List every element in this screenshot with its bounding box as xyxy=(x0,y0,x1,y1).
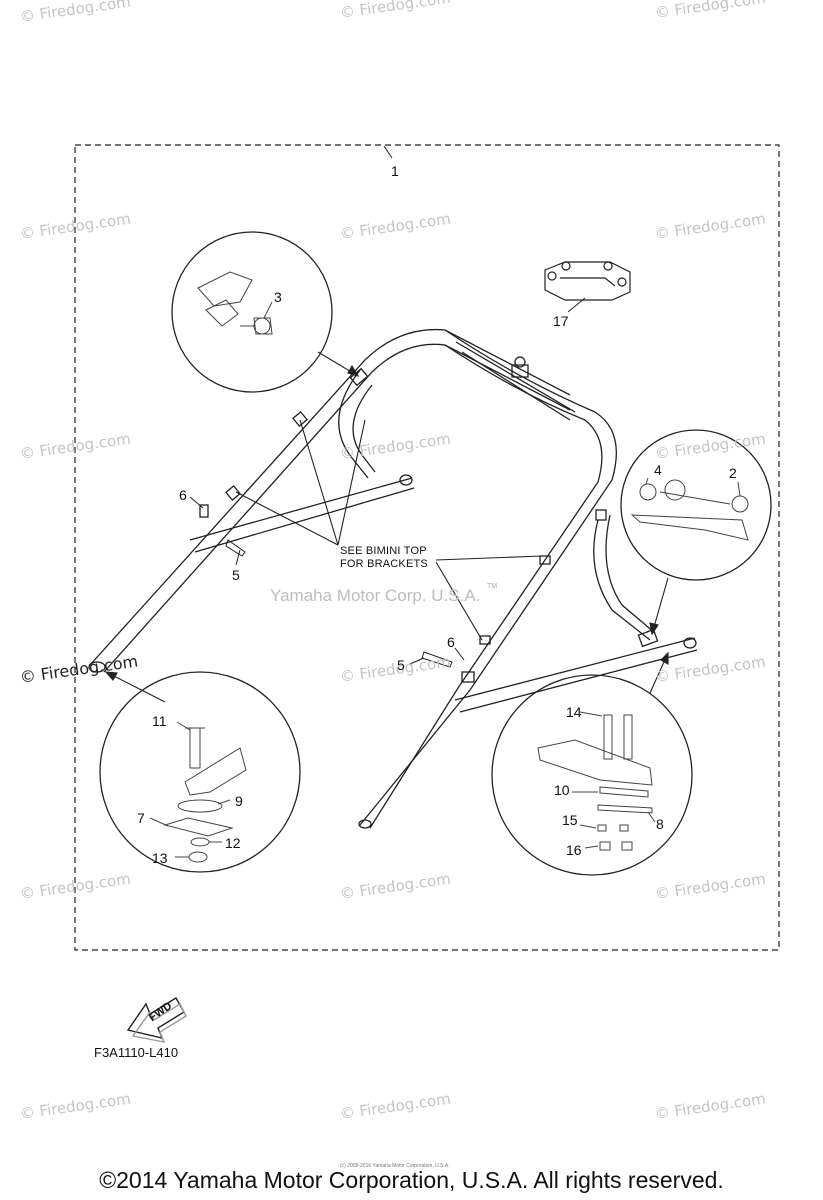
center-watermark: Yamaha Motor Corp. U.S.A. xyxy=(270,586,481,605)
leader-1 xyxy=(383,145,393,159)
fwd-arrow-icon xyxy=(126,997,187,1043)
tower-frame xyxy=(88,328,698,829)
detail-circle-right xyxy=(620,429,772,581)
small-copyright: (c) 2008-2016 Yamaha Motor Corporation, … xyxy=(340,1163,450,1169)
detail-top-left-parts xyxy=(197,271,273,335)
bimini-note-line1: SEE BIMINI TOP xyxy=(340,545,427,557)
callout-12: 12 xyxy=(225,835,241,851)
callout-9: 9 xyxy=(235,793,243,809)
callout-5b: 5 xyxy=(397,657,405,673)
detail-circle-top-left xyxy=(171,231,333,393)
callout-6b: 6 xyxy=(447,634,455,650)
footer-copyright: ©2014 Yamaha Motor Corporation, U.S.A. A… xyxy=(99,1167,724,1193)
callout-5a: 5 xyxy=(232,567,240,583)
detail-right-parts xyxy=(630,477,749,541)
callout-8: 8 xyxy=(656,816,664,832)
figure-code: F3A1110-L410 xyxy=(94,1045,179,1060)
detail-circle-bottom-left xyxy=(99,671,301,873)
detail-bottom-right-parts xyxy=(537,711,656,851)
callout-2: 2 xyxy=(729,465,737,481)
assembly-boundary xyxy=(74,144,780,951)
callout-15: 15 xyxy=(562,812,578,828)
callout-11: 11 xyxy=(152,713,167,729)
callout-14: 14 xyxy=(566,704,582,720)
callout-13: 13 xyxy=(152,850,168,866)
callout-17: 17 xyxy=(553,313,569,329)
callout-1: 1 xyxy=(391,163,399,179)
callout-4: 4 xyxy=(654,462,662,478)
callout-3: 3 xyxy=(274,289,282,305)
bimini-note-line2: FOR BRACKETS xyxy=(340,558,428,570)
callout-7: 7 xyxy=(137,810,145,826)
callout-6a: 6 xyxy=(179,487,187,503)
callout-16: 16 xyxy=(566,842,582,858)
callout-10: 10 xyxy=(554,782,570,798)
detail-circle-bottom-right xyxy=(491,674,693,876)
detail-bottom-left-parts xyxy=(149,721,247,863)
part-17-bracket xyxy=(544,261,631,313)
trademark: TM xyxy=(487,583,498,590)
bimini-note: SEE BIMINI TOP FOR BRACKETS xyxy=(340,545,428,571)
